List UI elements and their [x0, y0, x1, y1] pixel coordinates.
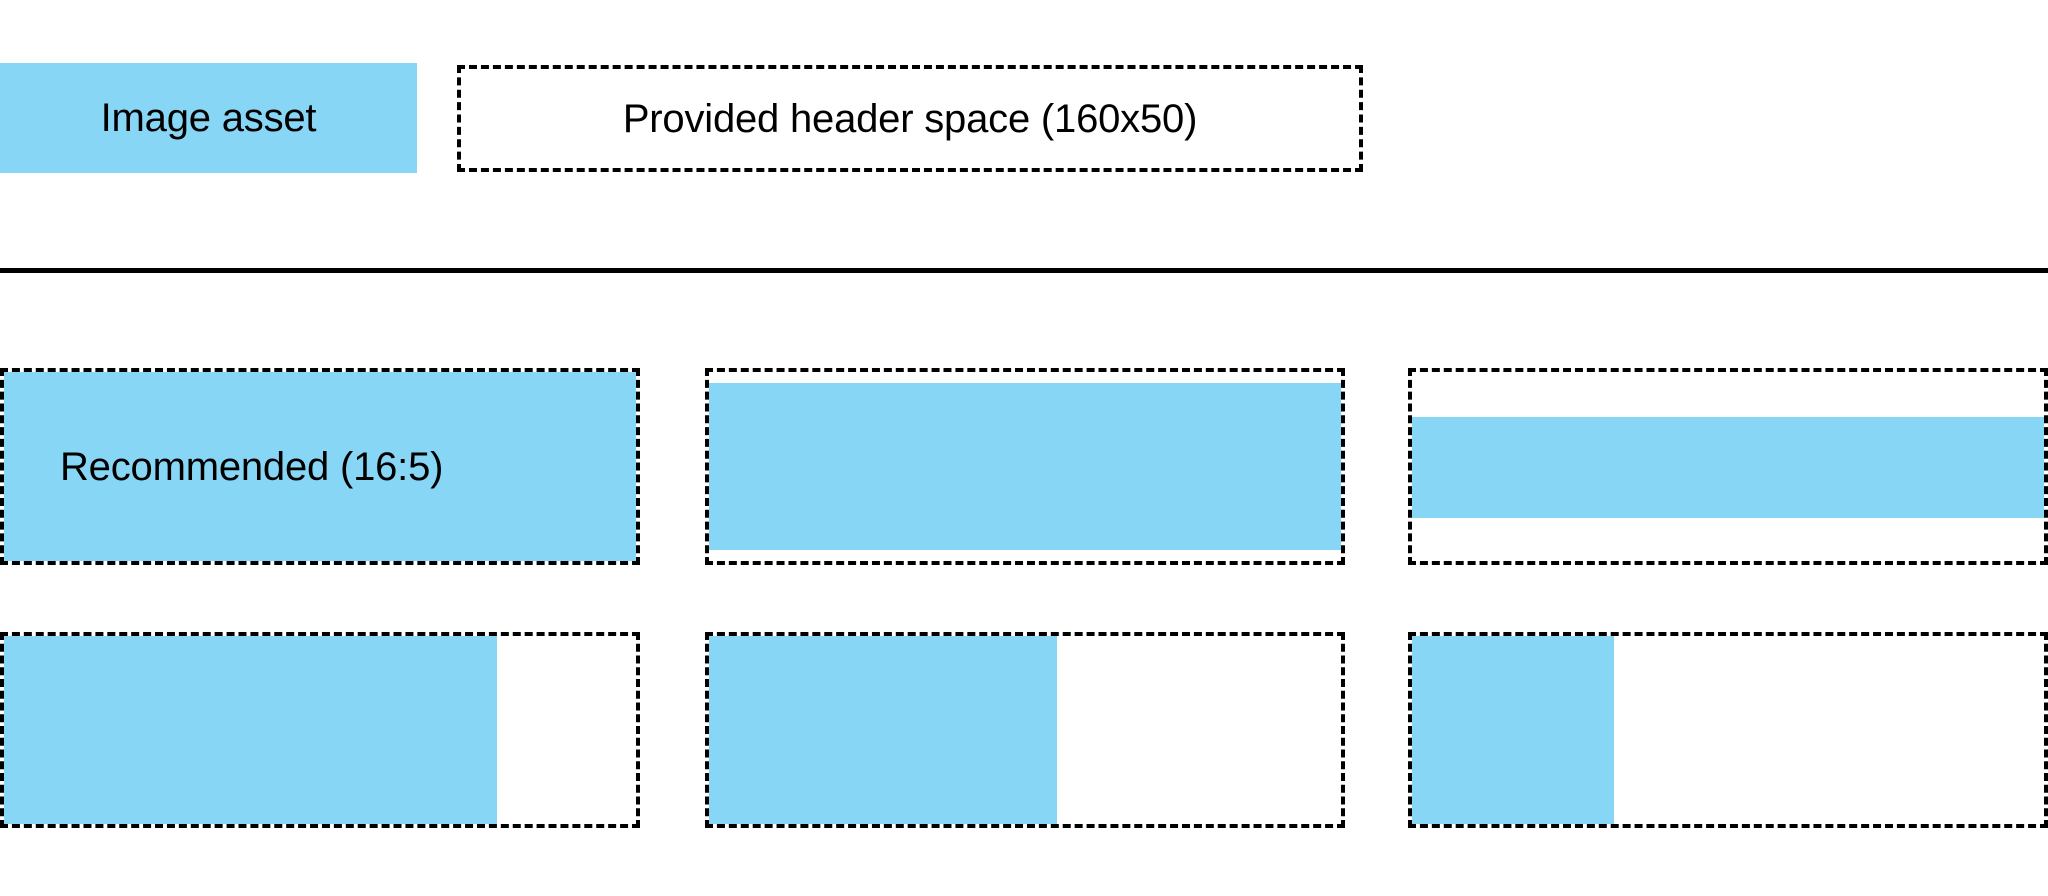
- provided-header-space-label: Provided header space (160x50): [622, 96, 1198, 141]
- image-asset-swatch: Image asset: [0, 63, 417, 173]
- width-cell-large: [0, 632, 640, 828]
- section-divider: [0, 268, 2048, 273]
- width-fill-large: [4, 636, 497, 824]
- ratio-fill-shorter: [1412, 417, 2044, 518]
- width-fill-medium: [709, 636, 1057, 824]
- width-cell-small: [1408, 632, 2048, 828]
- width-variation-row: [0, 632, 2048, 828]
- provided-header-space-box: Provided header space (160x50): [457, 65, 1363, 172]
- ratio-cell-shorter: [1408, 368, 2048, 565]
- width-fill-small: [1412, 636, 1615, 824]
- ratio-cell-taller: [705, 368, 1345, 565]
- aspect-ratio-row: Recommended (16:5): [0, 368, 2048, 565]
- header-row: Image asset Provided header space (160x5…: [0, 63, 2048, 175]
- ratio-fill-recommended: [4, 372, 636, 561]
- ratio-cell-recommended: Recommended (16:5): [0, 368, 640, 565]
- image-asset-label: Image asset: [100, 96, 317, 140]
- ratio-fill-taller: [709, 383, 1341, 550]
- width-cell-medium: [705, 632, 1345, 828]
